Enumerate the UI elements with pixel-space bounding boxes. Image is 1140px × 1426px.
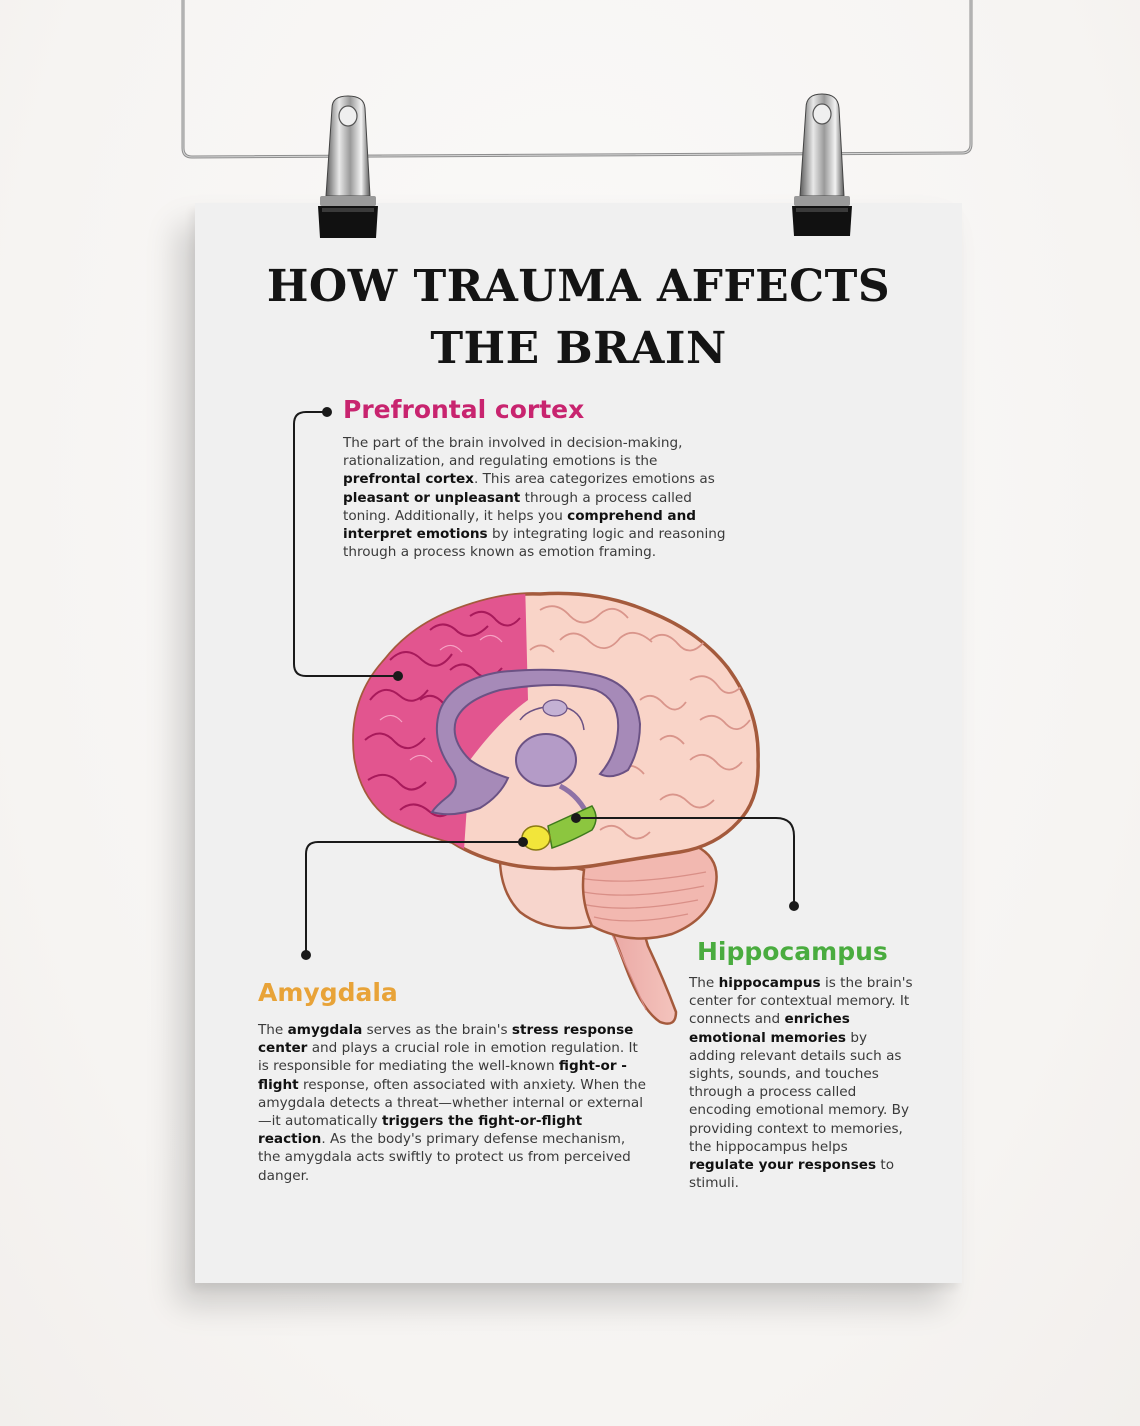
prefrontal-description: The part of the brain involved in decisi… (343, 434, 733, 561)
emphasis-text: fight-or -flight (258, 1058, 627, 1093)
body-text: . This area categorizes emotions as (473, 471, 715, 488)
prefrontal-heading: Prefrontal cortex (343, 395, 585, 424)
body-text: The part of the brain involved in decisi… (343, 435, 683, 470)
title-line-2: THE BRAIN (430, 323, 727, 374)
emphasis-text: stress response center (258, 1022, 634, 1057)
connector-hippocampus (576, 817, 795, 906)
hippocampus-description: The hippocampus is the brain's center fo… (689, 974, 914, 1192)
body-text: The (689, 975, 719, 991)
emphasis-text: triggers the fight-or-flight reaction (258, 1113, 583, 1148)
emphasis-text: prefrontal cortex (343, 471, 474, 488)
body-text: response, often associated with anxiety.… (258, 1076, 646, 1130)
emphasis-text: amygdala (287, 1022, 363, 1038)
binder-clips (318, 93, 852, 238)
body-text: serves as the brain's (362, 1022, 512, 1038)
body-text: The (258, 1022, 288, 1038)
hippocampus-heading: Hippocampus (697, 937, 888, 966)
amygdala-description: The amygdala serves as the brain's stres… (258, 1021, 650, 1185)
emphasis-text: pleasant or unpleasant (343, 489, 521, 506)
wire-hanger-icon (181, 0, 973, 159)
body-text: . As the body's primary defense mechanis… (258, 1131, 631, 1184)
poster-title: HOW TRAUMA AFFECTS THE BRAIN (195, 256, 962, 380)
binder-clip-icon (318, 95, 378, 238)
body-text: and plays a crucial role in emotion regu… (258, 1040, 638, 1075)
body-text: by integrating logic and reasoning throu… (343, 526, 726, 561)
title-line-1: HOW TRAUMA AFFECTS (266, 261, 891, 312)
amygdala-heading: Amygdala (258, 978, 398, 1007)
emphasis-text: comprehend and interpret emotions (343, 507, 696, 543)
binder-clip-icon (792, 93, 852, 236)
emphasis-text: regulate your responses (689, 1157, 877, 1174)
emphasis-text: hippocampus (718, 975, 821, 991)
body-text: through a process called toning. Additio… (343, 489, 692, 524)
connector-amygdala (305, 841, 523, 955)
body-text: is the brain's center for contextual mem… (689, 975, 913, 1028)
body-text: by adding relevant details such as sight… (689, 1029, 910, 1155)
connector-prefrontal (293, 411, 398, 677)
emphasis-text: enriches emotional memories (689, 1011, 850, 1046)
body-text: to stimuli. (689, 1157, 895, 1192)
